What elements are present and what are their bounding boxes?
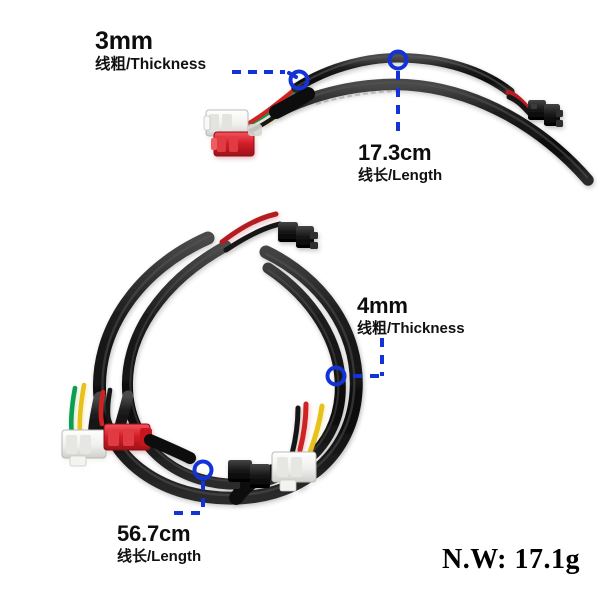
leader-length-56-7cm: [168, 481, 205, 515]
marker-thickness-4mm: [325, 365, 347, 387]
callout-length-17-3cm: 17.3cm 线长/Length: [358, 140, 442, 186]
callout-label: 线长/Length: [358, 167, 443, 184]
callout-length-56-7cm: 56.7cm 线长/Length: [117, 521, 201, 567]
lower-top-sm-connector: [278, 222, 318, 249]
callout-label: 线粗/Thickness: [95, 56, 207, 73]
callout-value: 17.3cm: [358, 140, 432, 165]
marker-length-17-3cm: [387, 49, 409, 71]
lower-white-connector: [61, 429, 107, 467]
net-weight-label: N.W: 17.1g: [442, 544, 580, 575]
marker-thickness-3mm: [288, 69, 310, 91]
lower-bottom-white-connector: [271, 451, 317, 492]
lower-bottom-sm-connector: [228, 460, 270, 489]
callout-thickness-4mm: 4mm 线粗/Thickness: [357, 293, 465, 339]
lower-pigtail-wires-top: [219, 211, 283, 253]
lower-pigtail-wires-bottom: [289, 401, 325, 457]
upper-cable-thick: [276, 78, 594, 186]
callout-value: 4mm: [357, 293, 408, 318]
callout-thickness-3mm: 3mm 线粗/Thickness: [95, 27, 206, 75]
lower-assembly: [61, 211, 363, 505]
callout-label: 线长/Length: [117, 548, 202, 565]
callout-label: 线粗/Thickness: [357, 320, 465, 337]
callout-value: 56.7cm: [117, 521, 191, 546]
callout-value: 3mm: [95, 27, 153, 55]
marker-length-56-7cm: [192, 459, 214, 481]
leader-thickness-4mm: [347, 338, 384, 378]
upper-sm-connector: [528, 100, 563, 127]
upper-red-connector: [211, 131, 255, 157]
leader-thickness-3mm: [232, 70, 298, 79]
upper-white-connector: [203, 109, 249, 137]
upper-assembly: [203, 53, 594, 186]
